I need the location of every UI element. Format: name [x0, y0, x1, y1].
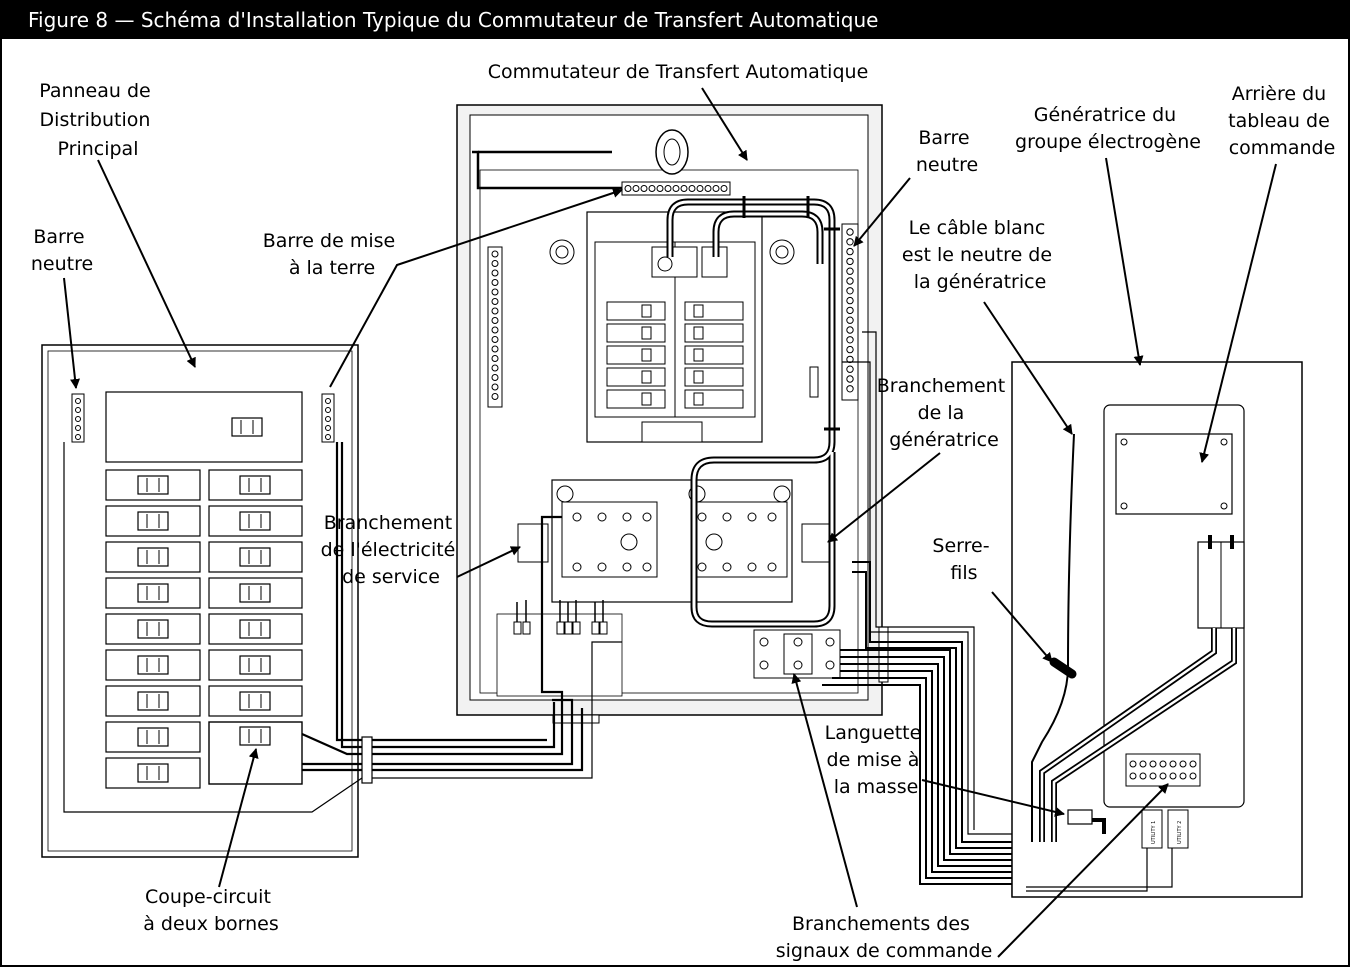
neutral-bar-ats [841, 223, 859, 401]
breaker-row [105, 505, 303, 537]
branch-breaker-rows [105, 469, 303, 789]
label-wire-nut: Serre- fils [932, 535, 995, 584]
label-control-panel-rear: Arrière du tableau de commande [1228, 83, 1336, 159]
breaker-toggle-icon [137, 655, 169, 675]
breaker-row [105, 649, 303, 681]
leader-arrows [63, 87, 1277, 958]
generator-cable-bundle [822, 331, 1024, 897]
ats-ground-wire [472, 150, 622, 190]
arrow-two-pole-breaker [218, 748, 259, 888]
figure-title: Figure 8 — Schéma d'Installation Typique… [2, 2, 1348, 39]
diagram-labels: Panneau de Distribution Principal Barre … [31, 61, 1336, 962]
breaker-toggle-icon [137, 691, 169, 711]
ground-bar-ats [621, 181, 731, 196]
breaker-row [105, 577, 303, 609]
arrow-neutral-bar-left [63, 277, 80, 389]
utility-2-tag: UTILITY 2 [1177, 821, 1183, 844]
label-main-panel: Panneau de Distribution Principal [39, 80, 157, 160]
main-distribution-panel [41, 344, 359, 858]
breaker-toggle-icon [239, 511, 271, 531]
neutral-bar-left [71, 393, 85, 443]
utility-1-tag: UTILITY 1 [1151, 821, 1157, 844]
ats-control-terminal-block [753, 629, 841, 679]
label-neutral-bar-right: Barre neutre [916, 127, 978, 176]
label-two-pole-breaker: Coupe-circuit à deux bornes [143, 886, 279, 935]
arrow-utility-connection [456, 546, 521, 578]
utility-feed-cable [63, 442, 622, 813]
label-generator-connection: Branchement de la génératrice [877, 375, 1011, 451]
label-generator: Génératrice du groupe électrogène [1015, 104, 1201, 153]
arrow-ground-lug [921, 779, 1065, 817]
label-white-cable: Le câble blanc est le neutre de la génér… [902, 217, 1058, 293]
breaker-module [549, 211, 795, 443]
transfer-switch-enclosure [456, 104, 889, 724]
control-terminal-strip: UTILITY 1 UTILITY 2 [1125, 753, 1201, 849]
breaker-toggle-icon [239, 547, 271, 567]
label-utility-connection: Branchement de l'électricité de service [321, 512, 462, 588]
breaker-toggle-icon [239, 583, 271, 603]
wire-connectors [513, 600, 608, 635]
arrow-generator [1105, 157, 1144, 366]
breaker-toggle-icon [137, 619, 169, 639]
breaker-row [105, 469, 303, 501]
breaker-toggle-icon [239, 475, 271, 495]
label-control-signals: Branchements des signaux de commande [776, 913, 993, 962]
label-ground-lug: Languette de mise à la masse [825, 722, 928, 798]
generator-breaker [1197, 535, 1245, 629]
breaker-toggle-icon [137, 727, 169, 747]
contactor-assembly [517, 479, 833, 603]
arrow-wire-nut [991, 591, 1053, 663]
breaker-toggle-icon [137, 475, 169, 495]
arrow-control-signals-generator [997, 783, 1169, 958]
breaker-toggle-icon [239, 655, 271, 675]
arrow-control-panel-rear [1199, 163, 1277, 463]
ground-lug [1067, 809, 1106, 834]
terminal-strip-left [487, 246, 503, 408]
arrow-white-cable [983, 301, 1073, 435]
breaker-toggle-icon [137, 583, 169, 603]
generator-feed-wiring [666, 196, 840, 628]
generator-housing: UTILITY 1 UTILITY 2 [1011, 361, 1303, 898]
ground-bar-main-panel [321, 393, 335, 443]
arrow-generator-connection [827, 452, 941, 543]
arrow-ats [701, 87, 748, 161]
arrow-neutral-bar-right [853, 177, 911, 247]
breaker-toggle-icon [137, 763, 169, 783]
breaker-toggle-icon [137, 511, 169, 531]
main-breaker-toggle [231, 417, 263, 437]
label-ats: Commutateur de Transfert Automatique [488, 61, 869, 83]
arrow-control-signals-ats [791, 673, 858, 908]
label-neutral-bar-left: Barre neutre [31, 226, 93, 275]
breaker-row [105, 613, 303, 645]
breaker-row [105, 685, 303, 717]
arrow-main-panel [97, 159, 196, 368]
breaker-row [105, 721, 201, 753]
breaker-toggle-icon [239, 619, 271, 639]
main-breaker-box [105, 391, 303, 463]
breaker-toggle-icon [137, 547, 169, 567]
label-ground-bar: Barre de mise à la terre [263, 230, 402, 279]
breaker-toggle-icon [239, 691, 271, 711]
breaker-row [105, 757, 201, 789]
arrow-ground-bar [329, 188, 623, 388]
breaker-row [105, 541, 303, 573]
